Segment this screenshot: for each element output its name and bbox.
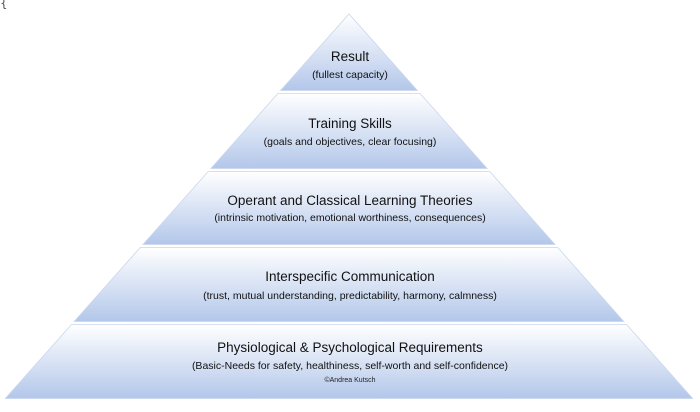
tier-2-subtitle: (goals and objectives, clear focusing): [263, 136, 437, 148]
corner-bracket-mark: {: [0, 0, 8, 10]
pyramid-tier-3: [142, 171, 556, 245]
tier-1-subtitle: (fullest capacity): [312, 69, 388, 81]
tier-3-title: Operant and Classical Learning Theories: [227, 193, 473, 208]
tier-5-title: Physiological & Psychological Requiremen…: [217, 340, 483, 355]
tier-3-subtitle: (intrinsic motivation, emotional worthin…: [214, 212, 486, 224]
tier-1-title: Result: [330, 49, 370, 64]
copyright-credit: ©Andrea Kutsch: [324, 377, 376, 384]
tier-4-title: Interspecific Communication: [265, 269, 435, 284]
pyramid-tier-4: [73, 247, 625, 322]
tier-4-subtitle: (trust, mutual understanding, predictabi…: [203, 290, 497, 302]
pyramid-tier-2: [210, 93, 488, 169]
tier-5-subtitle: (Basic-Needs for safety, healthiness, se…: [191, 360, 509, 372]
tier-2-title: Training Skills: [308, 116, 392, 131]
pyramid-tier-1: [279, 13, 419, 91]
pyramid-tier-5: [4, 324, 694, 399]
